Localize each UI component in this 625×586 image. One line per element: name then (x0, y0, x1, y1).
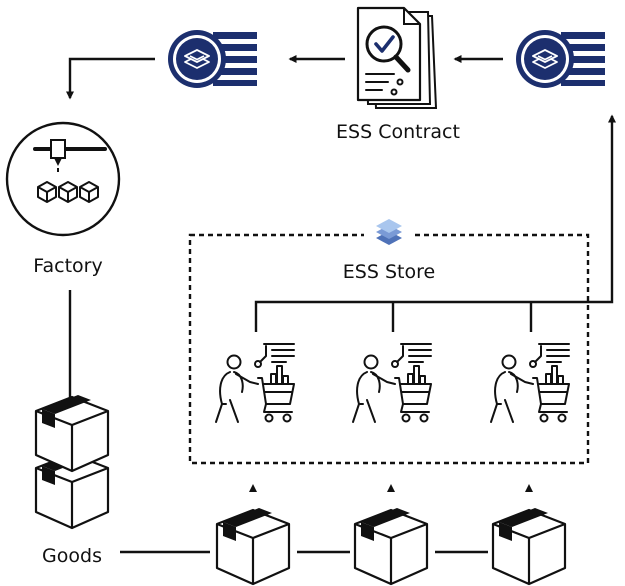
box-icon-1 (215, 506, 291, 586)
shopper-cart-icon-2 (352, 343, 432, 423)
arrow-store-to-ledger (254, 114, 616, 332)
goods-box-top-icon (34, 393, 110, 473)
ledger-server-right-icon (515, 29, 606, 89)
shopper-cart-icon-1 (215, 343, 295, 423)
up-arrow-3 (525, 484, 533, 492)
up-arrow-2 (387, 484, 395, 492)
up-arrow-1 (249, 484, 257, 492)
shopper-cart-icon-3 (490, 343, 570, 423)
box-icon-3 (491, 506, 567, 586)
goods-label: Goods (42, 545, 102, 567)
factory-label: Factory (33, 255, 102, 277)
3d-printer-factory-icon (5, 121, 121, 237)
ess-store-label: ESS Store (343, 261, 435, 283)
ess-layers-icon (376, 219, 402, 245)
ledger-server-left-icon (167, 29, 258, 89)
box-icon-2 (353, 506, 429, 586)
contract-search-icon (356, 6, 438, 109)
ess-contract-label: ESS Contract (336, 121, 460, 143)
arrow-ledger-to-factory (66, 57, 155, 100)
